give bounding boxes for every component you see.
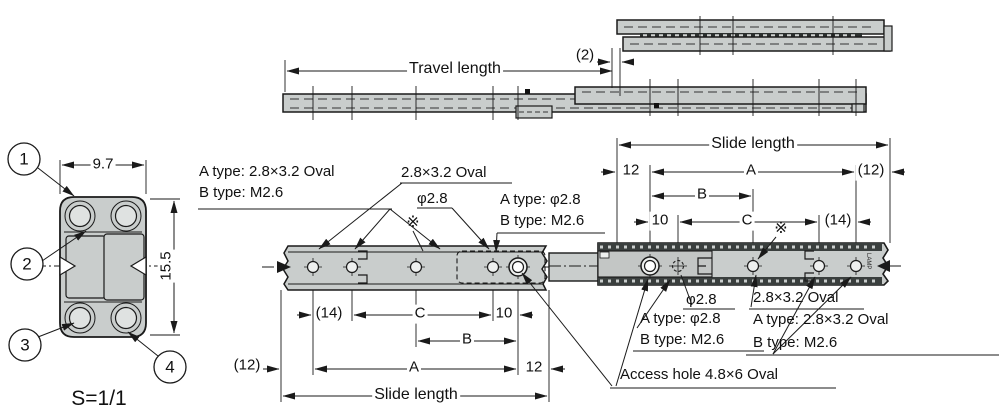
right-dim-10: 10 [649,211,671,231]
right-oval-label: 2.8×3.2 Oval [753,289,839,306]
rivet [525,89,530,94]
callout-circle-3 [8,328,42,362]
right-phi-label: φ2.8 [686,291,717,308]
inner-member-connector [548,252,601,282]
extended-rail-overlay [574,86,867,105]
flange-bottom [598,277,882,285]
left-dim-12: 12 [523,358,545,378]
right-oval-ab-label-2: B type: M2.6 [753,334,838,351]
callout-circle-2 [10,247,44,281]
callout-2: 2 [22,254,32,274]
ball-bearing [68,306,92,330]
ball-bearing [68,204,92,228]
right-dim-A: A [743,161,759,181]
label-leaders [521,236,999,389]
side-view-extended [282,79,867,120]
right-dim-12p: (12) [855,161,887,181]
right-phi-ab-label-1: A type: φ2.8 [640,310,721,327]
right-reference-mark: ※ [774,220,788,237]
hole-position-ticks [312,79,857,120]
scale-label: S=1/1 [71,386,127,410]
side-view-closed [616,16,893,55]
mounting-holes [638,254,865,278]
right-slide-length-label: Slide length [709,134,797,154]
hidden-hole [671,259,685,273]
offset-dimension: (2) [573,46,597,66]
notch-left [59,255,77,277]
right-phi-ab-label-2: B type: M2.6 [640,331,725,348]
section-arrow [877,260,890,272]
leader-line [127,331,159,357]
access-hole-label: Access hole 4.8×6 Oval [620,366,779,383]
callout-4: 4 [165,357,175,377]
callout-circle-1 [7,142,41,176]
left-phi-ab-label-1: A type: φ2.8 [500,191,581,208]
leader-line [37,322,75,338]
left-dim-14: (14) [313,304,345,324]
left-slide-length-label: Slide length [372,385,460,405]
leader-line [37,167,75,197]
left-phi-ab-label-2: B type: M2.6 [500,212,585,229]
height-dimension: 15.5 [157,249,177,283]
callout-3: 3 [20,335,30,355]
slot-cutout [697,257,712,275]
rivet [654,103,659,108]
flange-top [598,243,882,251]
cross-section-view [7,142,187,384]
ball-bearing [114,204,138,228]
travel-length-label: Travel length [407,59,503,79]
right-dim-C: C [739,211,755,231]
label-leaders [198,182,605,253]
extension-lines [280,290,550,402]
detent-tab [515,105,553,119]
dimension-lines [263,311,565,400]
left-dim-10: 10 [493,304,515,324]
retainer-clip [358,250,368,260]
right-dim-14: (14) [822,211,854,231]
left-dim-C: C [412,304,428,324]
ball-bearing [114,306,138,330]
left-phi-label: φ2.8 [417,190,448,207]
left-oval-ab-label-2: B type: M2.6 [199,184,284,201]
left-dim-B: B [459,330,475,350]
brand-stamp: LAMP [865,253,871,270]
left-reference-mark: ※ [406,214,420,231]
width-dimension: 9.7 [90,155,116,175]
leader-line [41,230,87,262]
right-dim-B: B [694,185,710,205]
retainer-clip [804,250,814,260]
callout-circle-4 [153,350,187,384]
mounting-holes [304,255,530,279]
left-oval-label: 2.8×3.2 Oval [401,164,487,181]
left-dim-12p: (12) [231,356,263,376]
right-oval-ab-label-1: A type: 2.8×3.2 Oval [753,311,889,328]
section-arrow [277,261,291,273]
optional-hole-zone [456,250,546,284]
left-dim-A: A [406,358,422,378]
retainer-clip [358,274,368,284]
callout-1: 1 [19,149,29,169]
notch-right [129,255,147,277]
right-dim-12: 12 [620,161,642,181]
left-oval-ab-label-1: A type: 2.8×3.2 Oval [199,163,335,180]
